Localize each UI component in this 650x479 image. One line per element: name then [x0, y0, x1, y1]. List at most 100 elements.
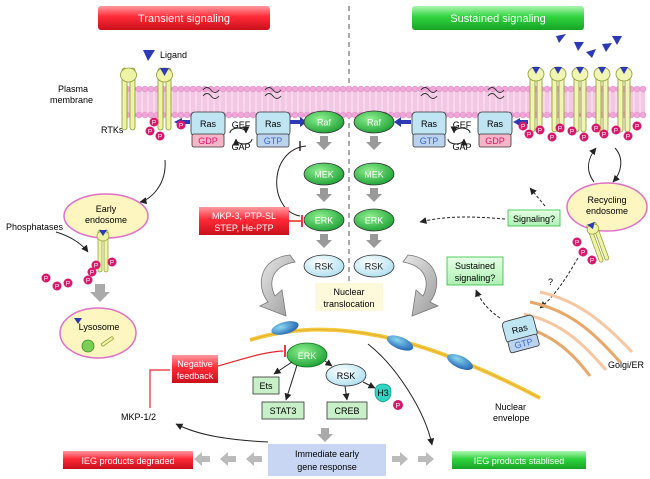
rsk-to-creb-arrow — [342, 385, 350, 401]
ieg-stabilised-label: IEG products stablised — [474, 456, 565, 466]
phosphatases-box-line2: STEP, He-PTP — [214, 223, 273, 233]
erk-to-raf-feedback-line — [276, 145, 307, 217]
rtks-label: RTKs — [101, 125, 124, 135]
ras-label: Ras — [200, 119, 217, 129]
erk-to-stat3-arrow — [284, 364, 298, 401]
raf-left: Raf — [303, 110, 345, 134]
svg-text:P: P — [44, 276, 48, 283]
svg-text:P: P — [626, 134, 630, 141]
gap-label-right: GAP — [452, 142, 471, 152]
phospho-dot: P — [578, 247, 588, 257]
negative-feedback-line2: feedback — [177, 371, 214, 381]
nuclear-translocation-box: Nuclear translocation — [315, 283, 383, 311]
creb-label: CREB — [334, 406, 359, 416]
svg-text:P: P — [86, 278, 90, 285]
ras-gtp-right: Ras GTP — [411, 87, 447, 148]
negative-feedback-line1: Negative — [177, 359, 213, 369]
erk-left: ERK — [303, 208, 345, 232]
raf-right-label: Raf — [367, 118, 382, 128]
ets-label: Ets — [259, 381, 273, 391]
svg-text:P: P — [590, 258, 594, 265]
phospho-dot: P — [547, 132, 557, 142]
phospho-dot: P — [567, 126, 577, 136]
transient-signaling-label: Transient signaling — [138, 13, 230, 25]
feedback-connector — [149, 369, 170, 408]
ras-label: Ras — [487, 119, 504, 129]
arrow-left-1 — [246, 452, 262, 466]
gtp-label: GTP — [513, 336, 533, 350]
down-arrow-to-ieg-response — [317, 428, 333, 442]
svg-text:P: P — [90, 270, 94, 277]
mek-right-label: MEK — [364, 170, 384, 180]
question-mark-label: ? — [548, 277, 553, 287]
erk-right-label: ERK — [365, 216, 384, 226]
endosome-receptor — [96, 229, 110, 273]
signaling-question-box: Signaling? — [507, 209, 561, 227]
ieg-response-line2: gene response — [297, 462, 357, 472]
nuclear-envelope-label-2: envelope — [493, 413, 530, 423]
down-arrow-to-lysosome — [90, 284, 110, 302]
gdp-label: GDP — [485, 136, 505, 146]
gtp-label: GTP — [264, 136, 283, 146]
h3-label: H3 — [377, 388, 389, 398]
nuclear-translocation-line1: Nuclear — [333, 287, 364, 297]
svg-text:P: P — [575, 240, 579, 247]
ets-box: Ets — [252, 376, 280, 395]
rsk-right: RSK — [353, 254, 395, 278]
signaling-question-label: Signaling? — [513, 214, 555, 224]
raf-left-label: Raf — [317, 118, 332, 128]
svg-text:P: P — [594, 126, 598, 133]
raf-to-mek-arrow-left — [316, 136, 332, 150]
phospho-dot: P — [91, 260, 101, 270]
signaling-to-erk-dashed-arrow — [419, 216, 506, 224]
recycling-endosome-label-1: Recycling — [587, 195, 626, 205]
phospho-dot: P — [579, 132, 589, 142]
phospho-dot: P — [623, 131, 633, 141]
rtk-receptor-left-1 — [120, 67, 137, 131]
phospho-dot: P — [87, 267, 97, 277]
phospho-dot: P — [518, 121, 528, 131]
erk-left-label: ERK — [315, 216, 334, 226]
svg-text:P: P — [635, 124, 639, 131]
erk-to-stabilisation-arrow — [367, 343, 435, 446]
phospho-dot: P — [555, 123, 565, 133]
blue-arrow-ras-to-raf-right — [394, 117, 411, 127]
h3-histone: H3 — [374, 383, 392, 403]
negative-feedback-box: Negative feedback — [172, 355, 218, 383]
nuclear-envelope — [249, 321, 541, 400]
phospho-dot: P — [632, 121, 642, 131]
svg-text:P: P — [550, 135, 554, 142]
mek-left-label: MEK — [314, 170, 334, 180]
raf-to-mek-arrow-right — [366, 136, 382, 150]
erk-right: ERK — [353, 208, 395, 232]
svg-text:P: P — [570, 129, 574, 136]
phospho-dot: P — [524, 129, 534, 139]
ligand-label: Ligand — [160, 50, 187, 60]
gap-cycle-arrow-left — [232, 138, 253, 146]
gef-cycle-arrow-right — [450, 126, 471, 134]
stat3-box: STAT3 — [261, 401, 305, 420]
rtk-receptor-right — [593, 66, 611, 133]
phospho-dot: P — [145, 126, 155, 136]
plasma-membrane-label-2: membrane — [50, 95, 93, 105]
arrow-left-2 — [220, 452, 236, 466]
gap-cycle-arrow-right — [447, 138, 468, 146]
ras-label: Ras — [511, 322, 530, 336]
mek-right: MEK — [353, 162, 395, 186]
svg-text:P: P — [558, 126, 562, 133]
h3-phospho: P — [393, 400, 403, 410]
signaling-question-arrow — [529, 187, 546, 207]
ieg-response-line1: Immediate early — [295, 449, 360, 459]
phospho-dot: P — [535, 125, 545, 135]
rsk-label: RSK — [337, 371, 356, 381]
sustained-signaling-banner: Sustained signaling — [412, 6, 584, 30]
phospho-dot: P — [587, 255, 597, 265]
phospho-dot: P — [599, 129, 609, 139]
erk-to-rsk-arrow — [324, 359, 333, 367]
rtk-receptor-right — [571, 66, 589, 133]
sustained-question-arrow — [475, 289, 501, 319]
phospho-dot: P — [83, 275, 93, 285]
svg-text:P: P — [179, 123, 183, 130]
transient-signaling-banner: Transient signaling — [98, 6, 270, 30]
